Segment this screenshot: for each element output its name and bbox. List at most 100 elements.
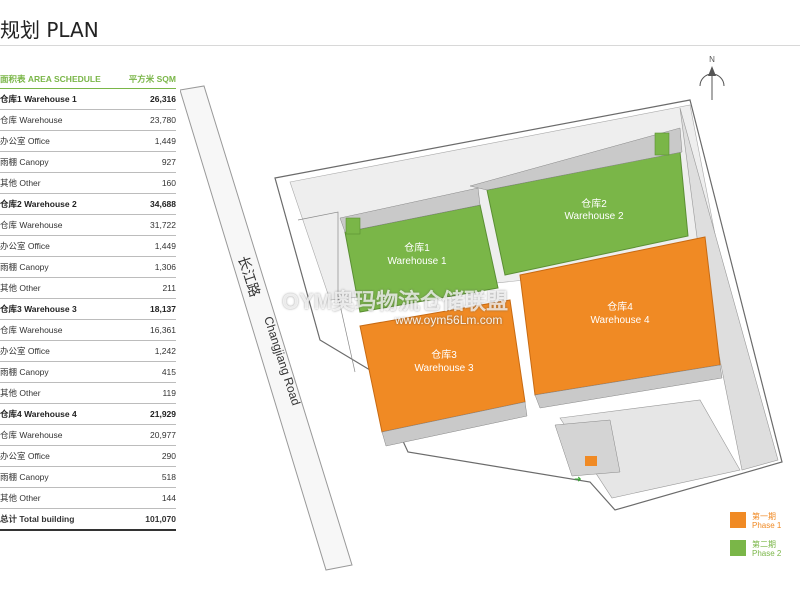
warehouse-1-label-cn: 仓库1: [404, 241, 430, 254]
area-schedule-table: 面积表 AREA SCHEDULE 平方米 SQM 仓库1 Warehouse …: [0, 70, 176, 531]
group-row: 仓库2 Warehouse 2 34,688: [0, 194, 176, 215]
table-row: 其他 Other 160: [0, 173, 176, 194]
table-row: 仓库 Warehouse 16,361: [0, 320, 176, 341]
row-value: 26,316: [150, 94, 176, 104]
row-value: 1,242: [154, 346, 176, 356]
row-label: 办公室 Office: [0, 451, 50, 461]
row-value: 927: [161, 157, 176, 167]
row-label: 其他 Other: [0, 178, 41, 188]
row-label: 雨棚 Canopy: [0, 472, 49, 482]
row-label: 仓库4 Warehouse 4: [0, 409, 77, 419]
row-value: 211: [162, 283, 176, 293]
area-schedule-rows: 仓库1 Warehouse 1 26,316 仓库 Warehouse 23,780 办…: [0, 89, 176, 531]
row-value: 119: [162, 388, 176, 398]
row-label: 仓库 Warehouse: [0, 115, 63, 125]
row-label: 仓库3 Warehouse 3: [0, 304, 77, 314]
row-value: 23,780: [150, 115, 176, 125]
row-value: 1,306: [154, 262, 176, 272]
entrance-arrow-icon: ➜: [574, 474, 582, 484]
warehouse-4-label-en: Warehouse 4: [590, 315, 650, 326]
warehouse-1-label-en: Warehouse 1: [387, 256, 447, 267]
warehouse-3-label-en: Warehouse 3: [414, 363, 474, 374]
row-value: 20,977: [150, 430, 176, 440]
row-label: 其他 Other: [0, 283, 41, 293]
row-value: 290: [161, 451, 176, 461]
legend-phase1-cn: 第一期: [752, 512, 776, 521]
table-row: 雨棚 Canopy 518: [0, 467, 176, 488]
area-schedule-header: 面积表 AREA SCHEDULE 平方米 SQM: [0, 70, 176, 89]
legend-phase1-swatch: [730, 512, 746, 528]
site-plan: 长江路 Changjiang Road ➜ 仓库2 Warehouse 2 仓库…: [180, 55, 783, 571]
table-row: 办公室 Office 290: [0, 446, 176, 467]
table-row: 雨棚 Canopy 927: [0, 152, 176, 173]
table-row: 雨棚 Canopy 415: [0, 362, 176, 383]
table-row: 办公室 Office 1,449: [0, 131, 176, 152]
row-label: 仓库1 Warehouse 1: [0, 94, 77, 104]
row-value: 1,449: [154, 241, 176, 251]
watermark-url: www.oym56Lm.com: [395, 313, 503, 327]
north-label: N: [709, 55, 715, 64]
row-value: 160: [161, 178, 176, 188]
row-value: 1,449: [154, 136, 176, 146]
warehouse-2-office: [654, 132, 670, 156]
row-value: 518: [161, 472, 176, 482]
row-value: 101,070: [145, 514, 176, 524]
road-changjiang: [180, 85, 353, 571]
row-value: 16,361: [150, 325, 176, 335]
table-row: 办公室 Office 1,242: [0, 341, 176, 362]
row-label: 雨棚 Canopy: [0, 157, 49, 167]
legend-phase2-en: Phase 2: [752, 549, 782, 558]
watermark-logo: OYM奥玛物流仓储联盟: [282, 289, 509, 314]
gate-area: [554, 419, 621, 477]
warehouse-1-canopy: [339, 187, 481, 233]
inner-fence: [297, 211, 356, 373]
row-label: 办公室 Office: [0, 346, 50, 356]
warehouse-2-label-en: Warehouse 2: [564, 211, 624, 222]
warehouse-4-label-cn: 仓库4: [607, 300, 633, 313]
warehouse-2-canopy: [469, 127, 683, 191]
green-strip-east: [679, 107, 779, 471]
row-label: 雨棚 Canopy: [0, 367, 49, 377]
row-value: 31,722: [150, 220, 176, 230]
table-row: 仓库 Warehouse 23,780: [0, 110, 176, 131]
warehouse-4-canopy: [534, 364, 723, 409]
legend-phase2-cn: 第二期: [752, 540, 776, 549]
row-label: 其他 Other: [0, 493, 41, 503]
row-label: 仓库2 Warehouse 2: [0, 199, 77, 209]
row-label: 其他 Other: [0, 388, 41, 398]
group-row: 仓库1 Warehouse 1 26,316: [0, 89, 176, 110]
table-row: 其他 Other 144: [0, 488, 176, 509]
row-label: 总计 Total building: [0, 514, 75, 524]
row-label: 仓库 Warehouse: [0, 430, 63, 440]
warehouse-2-label-cn: 仓库2: [581, 197, 607, 210]
area-unit-label: 平方米 SQM: [128, 74, 176, 84]
legend-phase1-en: Phase 1: [752, 521, 782, 530]
row-value: 415: [161, 367, 176, 377]
row-label: 仓库 Warehouse: [0, 220, 63, 230]
row-label: 办公室 Office: [0, 241, 50, 251]
row-value: 34,688: [150, 199, 176, 209]
row-label: 雨棚 Canopy: [0, 262, 49, 272]
table-row: 办公室 Office 1,449: [0, 236, 176, 257]
area-schedule-label: 面积表 AREA SCHEDULE: [0, 74, 101, 84]
total-row: 总计 Total building 101,070: [0, 509, 176, 531]
table-row: 仓库 Warehouse 31,722: [0, 215, 176, 236]
table-row: 仓库 Warehouse 20,977: [0, 425, 176, 446]
legend-phase2-swatch: [730, 540, 746, 556]
table-row: 其他 Other 119: [0, 383, 176, 404]
row-value: 21,929: [150, 409, 176, 419]
title-divider: [0, 45, 800, 46]
warehouse-3-label-cn: 仓库3: [431, 348, 457, 361]
page-title: 规划 PLAN: [0, 18, 99, 42]
guard-house: [585, 456, 597, 466]
row-label: 仓库 Warehouse: [0, 325, 63, 335]
group-row: 仓库3 Warehouse 3 18,137: [0, 299, 176, 320]
warehouse-3-canopy: [381, 401, 528, 447]
row-label: 办公室 Office: [0, 136, 50, 146]
table-row: 其他 Other 211: [0, 278, 176, 299]
row-value: 144: [161, 493, 176, 503]
warehouse-1-office: [345, 217, 361, 235]
row-value: 18,137: [150, 304, 176, 314]
group-row: 仓库4 Warehouse 4 21,929: [0, 404, 176, 425]
table-row: 雨棚 Canopy 1,306: [0, 257, 176, 278]
